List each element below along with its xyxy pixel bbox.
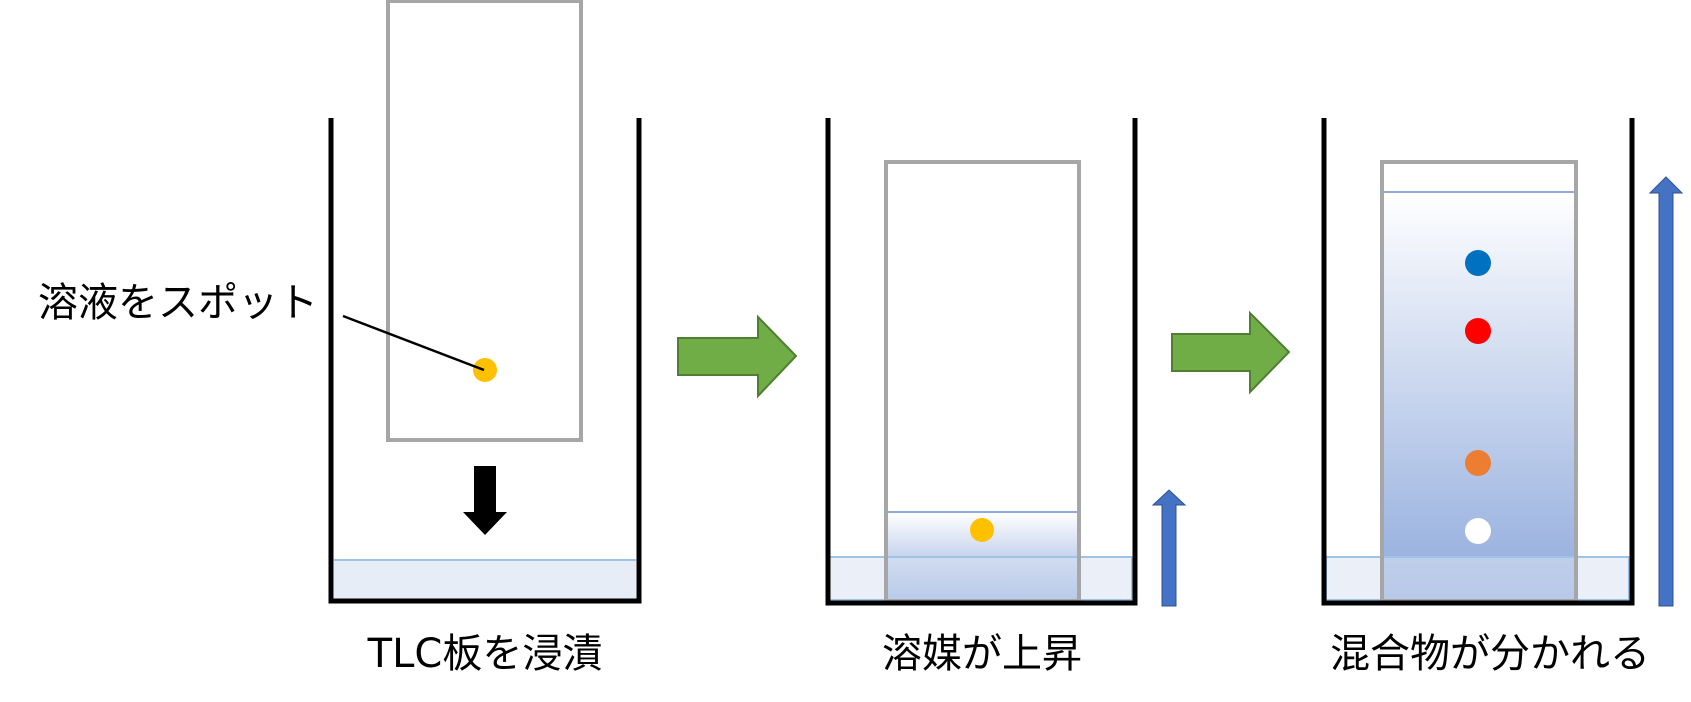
separated-spot-white	[1465, 518, 1491, 544]
step-3-caption: 混合物が分かれる	[1330, 631, 1650, 677]
beaker-1	[328, 118, 642, 604]
tlc-plate-1	[386, 0, 583, 442]
sample-spot-2	[970, 518, 994, 542]
solvent-pool-1	[334, 560, 636, 600]
beaker-3	[1321, 118, 1635, 606]
separated-spot-blue	[1465, 250, 1491, 276]
panel-2-solvent-rising: 溶媒が上昇	[825, 118, 1187, 677]
spot-annotation-label: 溶液をスポット	[38, 280, 318, 326]
separated-spot-orange	[1465, 450, 1491, 476]
rise-arrow-tall	[1648, 176, 1684, 607]
rise-arrow-short	[1151, 489, 1187, 607]
step-1-caption: TLC板を浸漬	[367, 631, 603, 677]
spot-leader-line	[342, 314, 485, 372]
sample-spot-1	[473, 358, 497, 382]
solvent-pool-2	[828, 556, 1133, 601]
panel-1-dipping: 溶液をスポット TLC板を浸漬	[38, 0, 642, 677]
solvent-pool-3	[1325, 556, 1630, 601]
panel-3-separation: 混合物が分かれる	[1321, 118, 1684, 677]
step-arrow-1	[677, 314, 798, 399]
dip-down-arrow	[463, 466, 507, 535]
beaker-2	[825, 118, 1138, 606]
step-arrow-2	[1171, 310, 1291, 395]
separated-spot-red	[1465, 318, 1491, 344]
step-2-caption: 溶媒が上昇	[882, 631, 1082, 677]
